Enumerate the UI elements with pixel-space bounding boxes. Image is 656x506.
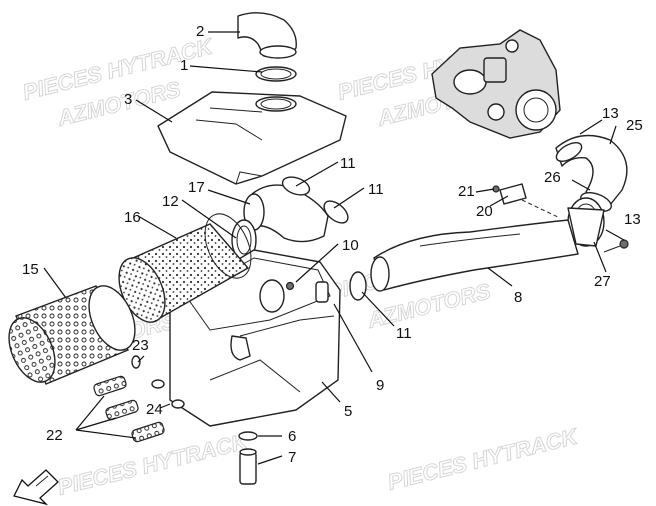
part-3-airbox-cover bbox=[157, 91, 347, 185]
callout-5: 5 bbox=[344, 403, 352, 420]
watermark-line1: PIECES HYTRACK bbox=[385, 423, 582, 495]
part-27-sleeve bbox=[567, 197, 605, 247]
callout-23: 23 bbox=[132, 337, 149, 354]
part-22-drain-plugs bbox=[93, 375, 165, 443]
part-17-elbow-pipe bbox=[243, 176, 349, 243]
part-5-airbox bbox=[169, 249, 341, 427]
callout-15: 15 bbox=[22, 261, 39, 278]
callout-9: 9 bbox=[376, 377, 384, 394]
callout-10: 10 bbox=[342, 237, 359, 254]
callout-11: 11 bbox=[340, 155, 356, 172]
callout-1: 1 bbox=[180, 57, 188, 74]
part-7-drain-tube bbox=[239, 448, 257, 485]
callout-2: 2 bbox=[196, 23, 204, 40]
part-6-clamp bbox=[238, 431, 258, 441]
part-16-foam-filter bbox=[118, 213, 252, 323]
part-1-seal-ring bbox=[255, 66, 297, 82]
callout-11: 11 bbox=[396, 325, 412, 342]
callout-11: 11 bbox=[368, 181, 384, 198]
part-15-mesh-filter bbox=[8, 285, 136, 385]
callout-17: 17 bbox=[188, 179, 205, 196]
part-13-bolt bbox=[603, 239, 629, 253]
watermark-line1: PIECES HYTRACK bbox=[55, 428, 252, 500]
part-20-bracket bbox=[492, 183, 561, 219]
callout-27: 27 bbox=[594, 273, 611, 290]
callout-8: 8 bbox=[514, 289, 522, 306]
part-10-connector bbox=[285, 281, 295, 291]
callout-24: 24 bbox=[146, 401, 163, 418]
callout-21: 21 bbox=[458, 183, 475, 200]
callout-20: 20 bbox=[476, 203, 493, 220]
callout-3: 3 bbox=[124, 91, 132, 108]
part-8-intake-hose bbox=[370, 219, 579, 292]
callout-6: 6 bbox=[288, 428, 296, 445]
part-24-clamps bbox=[151, 379, 185, 409]
callout-14: 13 bbox=[602, 105, 619, 122]
part-11-clamp bbox=[349, 271, 367, 301]
callout-22: 22 bbox=[46, 427, 63, 444]
callout-12: 12 bbox=[162, 193, 179, 210]
leader-lines bbox=[43, 31, 625, 465]
callout-13: 13 bbox=[624, 211, 641, 228]
part-23-clip bbox=[131, 355, 141, 369]
callout-25: 25 bbox=[626, 117, 643, 134]
front-arrow-icon bbox=[13, 469, 59, 506]
callout-7: 7 bbox=[288, 449, 296, 466]
callout-26: 26 bbox=[544, 169, 561, 186]
throttle-body bbox=[431, 29, 561, 139]
callout-16: 16 bbox=[124, 209, 141, 226]
part-2-intake-elbow bbox=[237, 12, 297, 59]
callout-labels: 2 1 3 11 17 11 12 16 10 11 9 8 15 5 21 2… bbox=[22, 23, 643, 466]
